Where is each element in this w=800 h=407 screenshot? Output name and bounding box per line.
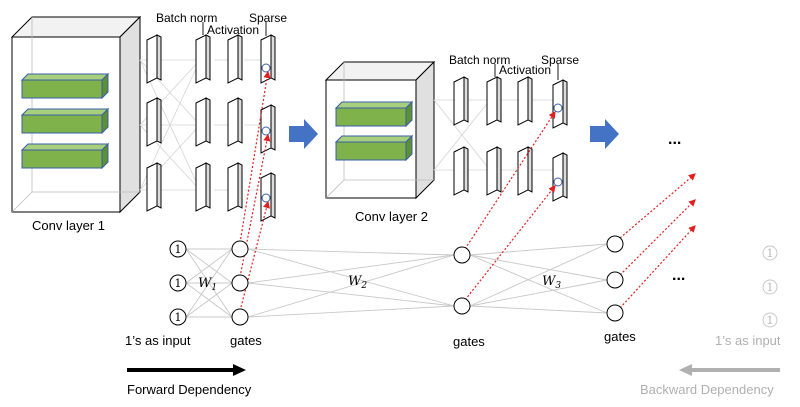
ellipsis-top: ... (668, 131, 681, 148)
weight-label-w3: W3 (542, 274, 561, 291)
activation-map (227, 162, 243, 212)
label-activation-1: Activation (207, 23, 259, 37)
forward-dependency-label: Forward Dependency (127, 382, 252, 397)
gate-node (231, 274, 249, 292)
gates-label-2: gates (453, 334, 485, 349)
svg-text:1: 1 (767, 314, 774, 327)
feature-slab (20, 107, 110, 135)
feature-map (146, 162, 162, 212)
weight-label-w1: W1 (198, 276, 217, 293)
label-pointers (202, 22, 559, 80)
gate-node (453, 246, 471, 264)
svg-text:1: 1 (767, 247, 774, 260)
weight-label-w2: W2 (348, 274, 367, 291)
gate-node (231, 240, 249, 258)
svg-text:1: 1 (767, 281, 774, 294)
gate-nodes-2 (453, 246, 471, 315)
label-sparse-2: Sparse (541, 53, 579, 67)
svg-text:1: 1 (175, 243, 182, 256)
gate-node (606, 271, 624, 289)
input-node: 1 (169, 308, 187, 326)
sparse-map (260, 104, 276, 154)
batch-norm-map (195, 162, 211, 212)
gates-label-3: gates (604, 329, 636, 344)
sparse-map (552, 79, 568, 129)
sparse-map (260, 172, 276, 222)
input-node-gray: 1 (762, 245, 778, 261)
ones-as-input-label: 1’s as input (125, 333, 191, 348)
label-batch-norm-1: Batch norm (156, 11, 217, 25)
batch-norm-map (486, 146, 502, 196)
gate-node (606, 235, 624, 253)
backward-dependency-arrow (679, 364, 780, 376)
layer-1-feature-maps (146, 34, 276, 222)
feature-map (146, 97, 162, 147)
batch-norm-map (486, 76, 502, 126)
gate-nodes-3 (606, 235, 624, 322)
layer-2-feature-maps (453, 76, 568, 202)
input-node-gray: 1 (762, 312, 778, 328)
forward-flow-arrow (289, 119, 318, 149)
label-activation-2: Activation (499, 63, 551, 77)
activation-map (517, 146, 533, 196)
feature-map (453, 76, 469, 126)
batch-norm-map (195, 34, 211, 84)
feature-slab (20, 72, 110, 100)
label-sparse-1: Sparse (249, 11, 287, 25)
feature-slab (20, 142, 110, 170)
gate-nodes-1 (231, 240, 249, 326)
batch-norm-map (195, 97, 211, 147)
input-nodes-gray: 1 1 1 (762, 245, 778, 328)
ones-as-input-label-gray: 1’s as input (715, 333, 781, 348)
backward-dependency-label: Backward Dependency (640, 382, 774, 397)
gates-label-1: gates (230, 333, 262, 348)
forward-flow-arrow (590, 119, 619, 149)
input-node-gray: 1 (762, 279, 778, 295)
conv-layer-2-label: Conv layer 2 (355, 209, 428, 224)
gate-node (231, 308, 249, 326)
ellipsis-mid: ... (672, 267, 685, 284)
input-nodes: 1 1 1 (169, 240, 187, 326)
forward-dependency-arrow (127, 364, 246, 376)
conv-layer-1-label: Conv layer 1 (32, 218, 105, 233)
svg-text:1: 1 (175, 277, 182, 290)
conv-layer-2-block (324, 60, 436, 200)
activation-map (517, 76, 533, 126)
dependency-arrows (239, 70, 696, 312)
input-node: 1 (169, 274, 187, 292)
activation-map (227, 97, 243, 147)
gate-node (453, 297, 471, 315)
conv-layer-1-block (10, 15, 142, 214)
sparse-map (260, 34, 276, 84)
sparse-map (552, 152, 568, 202)
activation-map (227, 34, 243, 84)
gate-node (606, 304, 624, 322)
feature-slab (334, 134, 414, 162)
feature-slab (334, 100, 414, 128)
feature-map (453, 146, 469, 196)
label-batch-norm-2: Batch norm (449, 53, 510, 67)
svg-text:1: 1 (175, 311, 182, 324)
input-node: 1 (169, 240, 187, 258)
feature-map (146, 34, 162, 84)
